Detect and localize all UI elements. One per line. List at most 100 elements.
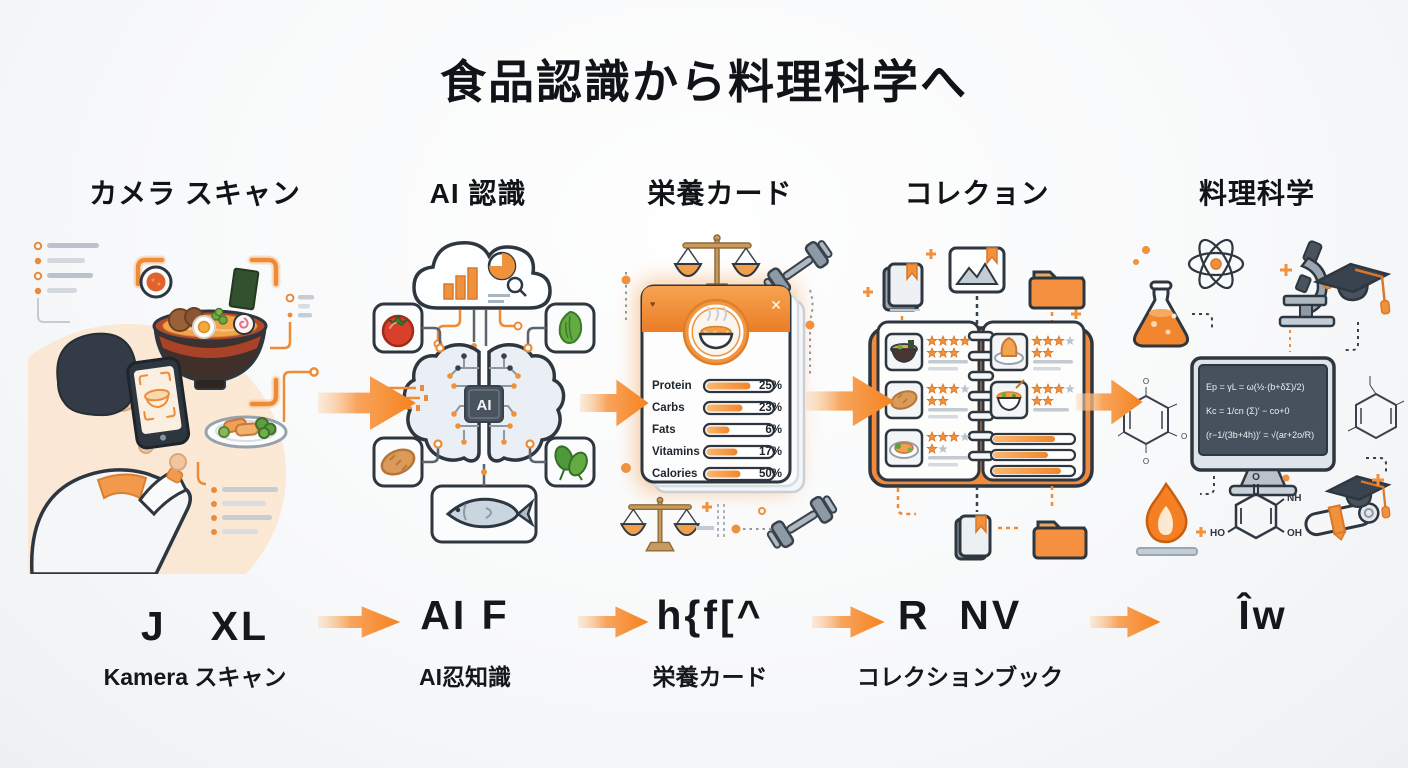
stage-header-collection: コレクョン (904, 178, 1050, 209)
spiral-binding (967, 330, 995, 462)
formula-monitor-icon: Ep = γL = ω(½·(b+δΣ)/2) Kc = 1/cn (Σ)′ −… (1190, 356, 1336, 497)
bottom-label-ai: AI忍知識 (419, 664, 511, 690)
svg-text:O: O (1181, 432, 1187, 441)
plus-mark (1196, 527, 1206, 537)
bottom-dashed-connectors (896, 486, 1054, 530)
diploma-icon (1304, 502, 1380, 541)
bottom-glyph-ai: AI F (420, 592, 510, 638)
svg-text:6%: 6% (765, 424, 782, 436)
sauce-bowl-icon (139, 265, 173, 299)
annotation-list-bottom (196, 462, 278, 535)
flask-icon (1133, 280, 1189, 348)
culinary-science-illustration: Ep = γL = ω(½·(b+δΣ)/2) Kc = 1/cn (Σ)′ −… (1118, 238, 1405, 556)
svg-text:Vitamins: Vitamins (652, 446, 700, 458)
svg-text:Kc = 1/cn (Σ)′ − co+0: Kc = 1/cn (Σ)′ − co+0 (1206, 406, 1290, 416)
bottom-arrow-3 (812, 606, 885, 638)
annotation-list-top-left (33, 241, 99, 323)
nutrition-rows: Protein 25% Carbs 23% Fats 6% (652, 378, 782, 482)
nutrition-card: ♥ ✕ Protein 25% Carbs (640, 284, 792, 484)
dashed-connectors (621, 272, 815, 540)
bottom-label-camera: Kamera スキャン (103, 664, 287, 690)
molecule-icon-right: O (1347, 376, 1405, 440)
page-title: 食品認識から料理科学へ (440, 56, 968, 108)
ramen-bowl-icon (152, 267, 268, 390)
brain-icon (402, 343, 566, 463)
phone-icon (126, 356, 191, 450)
svg-text:17%: 17% (759, 446, 782, 458)
svg-text:HO: HO (1210, 528, 1225, 539)
nutrition-row: Protein 25% (652, 378, 782, 394)
recipe-entry (884, 380, 970, 420)
collection-book-illustration (863, 246, 1094, 561)
svg-text:Calories: Calories (652, 468, 697, 480)
food-badge-icon (682, 298, 750, 366)
recipe-entry (884, 332, 971, 372)
bottom-arrow-4 (1090, 606, 1161, 638)
svg-text:O: O (1143, 457, 1149, 466)
nutrition-row: Fats 6% (652, 422, 782, 438)
orange-dot (1133, 259, 1139, 265)
nutrition-row: Vitamins 17% (652, 444, 782, 460)
nutrition-row: Carbs 23% (652, 400, 782, 416)
open-book (868, 320, 1094, 488)
flow-arrow-2 (580, 379, 649, 427)
cloud-analytics-icon (412, 241, 552, 310)
orange-dot (1142, 246, 1150, 254)
flow-arrow-4 (1076, 379, 1143, 425)
ai-chip-icon: AI (464, 385, 504, 423)
recipe-entry (989, 379, 1075, 420)
microscope-icon (1278, 240, 1336, 328)
svg-text:Carbs: Carbs (652, 402, 685, 414)
nutrition-row: Calories 50% (652, 466, 782, 482)
dashed-connectors-top (1192, 313, 1359, 352)
svg-text:OH: OH (1287, 528, 1302, 539)
bottom-glyph-camera: J XL (140, 603, 270, 649)
svg-text:O: O (1252, 472, 1260, 483)
ai-recognition-illustration: AI (372, 241, 596, 544)
recipe-entry (989, 332, 1075, 372)
close-icon: ✕ (770, 297, 782, 313)
svg-text:NH: NH (1287, 493, 1301, 504)
flow-arrow-1 (318, 376, 416, 430)
stage-header-nutrition-card: 栄養カード (647, 178, 793, 209)
svg-text:50%: 50% (759, 468, 782, 480)
svg-text:(r−1/(3b+4h))′ = √(ar+2o/R): (r−1/(3b+4h))′ = √(ar+2o/R) (1206, 430, 1314, 440)
nutrition-card-illustration: ♥ ✕ Protein 25% Carbs (619, 234, 838, 552)
svg-text:O: O (1143, 377, 1149, 386)
food-card-lettuce (544, 302, 596, 354)
card-mark-icon: ♥ (650, 299, 655, 309)
book-icon-top-left (882, 262, 924, 312)
bottom-glyph-collection: R NV (897, 592, 1023, 638)
card-connectors (422, 326, 546, 486)
food-card-fish (430, 484, 538, 544)
food-card-bread (372, 436, 424, 488)
bottom-arrow-2 (578, 606, 649, 638)
svg-text:23%: 23% (759, 402, 782, 414)
svg-text:AI: AI (477, 397, 492, 414)
connector-dots (433, 343, 535, 475)
dumbbell-icon-bottom (766, 495, 838, 549)
stage-header-camera-scan: カメラ スキャン (89, 178, 301, 209)
stage-header-culinary-science: 料理科学 (1198, 178, 1315, 209)
svg-text:Protein: Protein (652, 380, 692, 392)
scale-icon-top (673, 234, 761, 294)
bottom-glyph-science: Îw (1238, 592, 1288, 638)
bottom-glyph-nutrition: h{f[^ (656, 592, 764, 638)
food-card-greens (544, 436, 596, 488)
svg-text:25%: 25% (759, 380, 782, 392)
hand (169, 453, 187, 471)
orange-dot (1282, 474, 1290, 482)
plus-marks (863, 249, 1081, 319)
svg-text:Ep = γL = ω(½·(b+δΣ)/2): Ep = γL = ω(½·(b+δΣ)/2) (1206, 382, 1305, 392)
flow-arrow-3 (806, 375, 895, 427)
food-card-tomato (372, 302, 424, 354)
folder-icon-top-right (1028, 270, 1086, 310)
plus-mark (1372, 474, 1384, 486)
bottom-arrow-1 (318, 606, 401, 638)
annotation-right (270, 293, 319, 422)
svg-text:Fats: Fats (652, 424, 676, 436)
side-dish-icon (204, 415, 288, 449)
dashed-connectors-bottom (1200, 457, 1387, 495)
photo-card-icon (948, 246, 1006, 294)
